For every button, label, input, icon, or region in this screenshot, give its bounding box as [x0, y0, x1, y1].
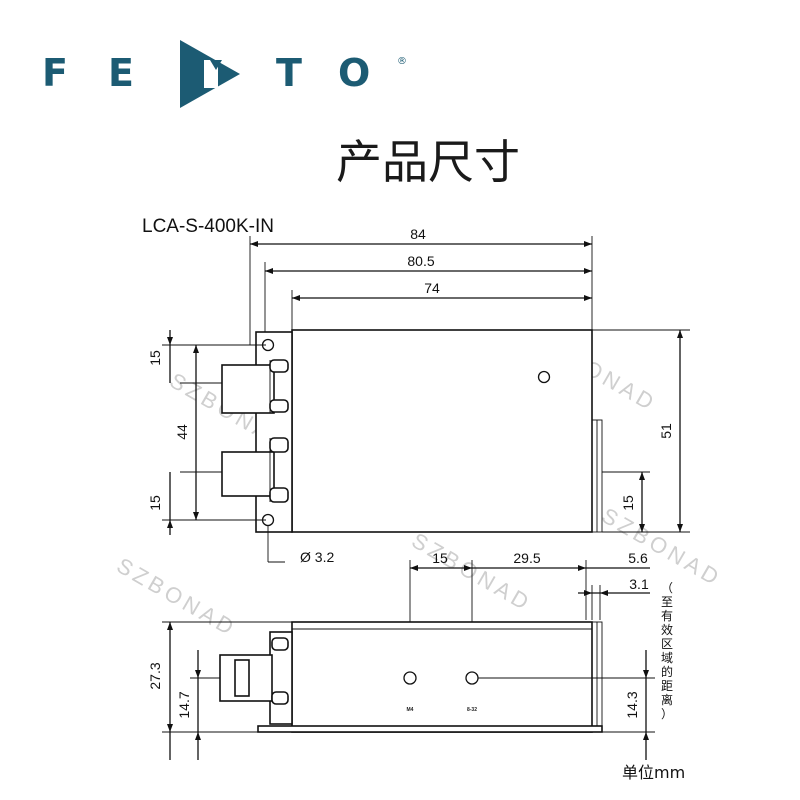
- svg-text:）: ）: [661, 707, 673, 721]
- dim-14-7: 14.7: [176, 691, 192, 718]
- watermark: SZBONAD: [113, 553, 242, 642]
- dim-15-side: 15: [432, 550, 448, 566]
- top-view: 84 80.5 74: [147, 226, 690, 565]
- logo-letter-e: E: [108, 51, 134, 95]
- dim-29-5: 29.5: [513, 550, 540, 566]
- mounting-hole-m4: [403, 671, 417, 685]
- m4-label: M4: [407, 707, 414, 713]
- page-title: 产品尺寸: [336, 135, 520, 189]
- logo-letter-o: O: [338, 51, 370, 95]
- svg-text:区: 区: [661, 637, 673, 651]
- dim-5-6: 5.6: [628, 550, 648, 566]
- registered-mark: ®: [397, 56, 407, 67]
- svg-text:域: 域: [661, 651, 673, 665]
- dim-15-top: 15: [147, 350, 163, 366]
- watermark: SZBONAD: [598, 503, 727, 592]
- svg-text:的: 的: [661, 664, 673, 679]
- effective-area-note: （ 至 有 效 区 域 的 距 离 ）: [661, 581, 673, 721]
- dim-44: 44: [174, 424, 190, 440]
- svg-text:至: 至: [661, 595, 673, 609]
- femto-logo: F E T O ®: [42, 40, 407, 108]
- svg-text:有: 有: [661, 609, 673, 623]
- 8-32-label: 8-32: [467, 707, 477, 713]
- enclosure-body-top: [291, 329, 593, 533]
- svg-text:离: 离: [661, 692, 673, 707]
- svg-text:效: 效: [661, 622, 673, 637]
- model-label: LCA-S-400K-IN: [142, 216, 274, 237]
- dim-3-1: 3.1: [629, 576, 649, 592]
- logo-letter-f: F: [42, 51, 68, 95]
- svg-text:距: 距: [661, 679, 673, 693]
- unit-label: 单位mm: [622, 763, 685, 782]
- mounting-hole: [537, 370, 551, 384]
- hole-diameter-label: Ø 3.2: [300, 549, 334, 565]
- dim-27-3: 27.3: [147, 662, 163, 689]
- logo-letter-t: T: [276, 51, 302, 95]
- svg-text:（: （: [661, 581, 673, 595]
- sma-connector: [221, 437, 289, 503]
- enclosure-body-side: [291, 621, 593, 733]
- dim-15-right: 15: [620, 495, 636, 511]
- dim-80-5: 80.5: [407, 253, 434, 269]
- dim-14-3: 14.3: [624, 691, 640, 718]
- bnc-connector: [221, 359, 289, 414]
- dim-15-bottom: 15: [147, 495, 163, 511]
- dim-74: 74: [424, 280, 440, 296]
- dim-84: 84: [410, 226, 426, 242]
- side-view: 15 29.5 5.6 3.1 M4 8-32 27.3: [147, 550, 673, 760]
- dim-51: 51: [658, 423, 674, 439]
